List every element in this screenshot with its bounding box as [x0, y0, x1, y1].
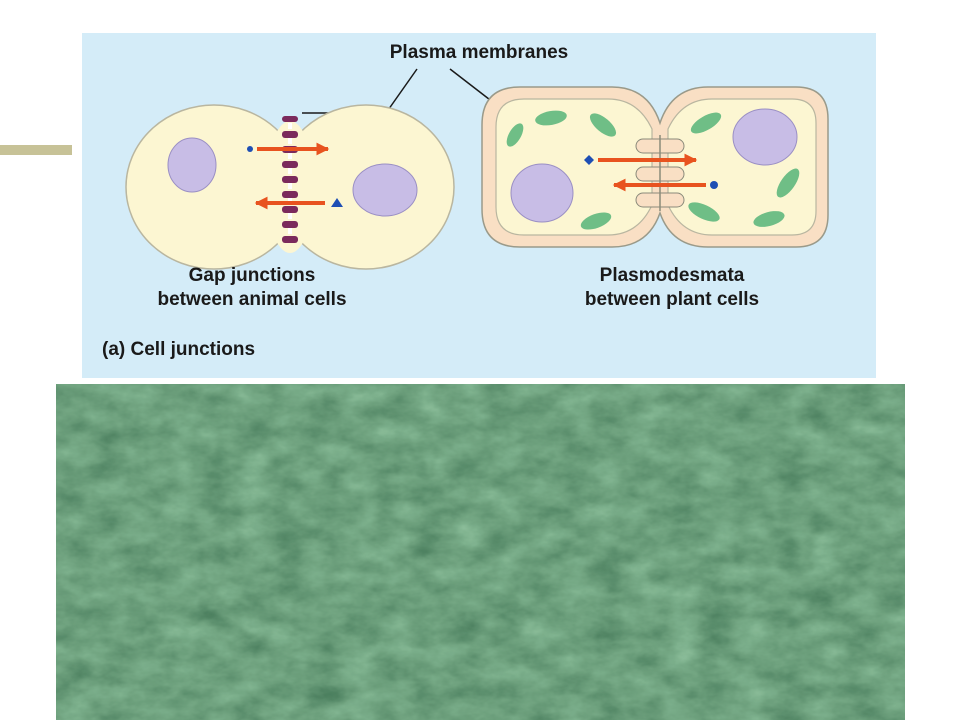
molecule-dot-marker [710, 181, 718, 189]
animal-nucleus-left [167, 137, 217, 193]
chloroplast [690, 112, 722, 134]
gap-junction-channel [282, 221, 298, 228]
plasmodesmata-label: Plasmodesmata between plant cells [512, 264, 832, 312]
gap-junction-channel [282, 191, 298, 198]
gap-junction-channels [282, 116, 298, 243]
chloroplasts [506, 110, 800, 230]
molecule-dot-marker [247, 146, 253, 152]
plant-nucleus-left [510, 163, 574, 223]
cell-junctions-diagram [82, 33, 876, 378]
gap-junctions-label: Gap junctions between animal cells [122, 264, 382, 312]
plant-nucleus-right [732, 108, 798, 166]
texture-noise [56, 384, 905, 720]
chloroplast [753, 211, 785, 227]
gap-junction-channel [282, 236, 298, 243]
plant-cells [481, 86, 829, 248]
chloroplast [688, 202, 720, 222]
gap-junction-channel [282, 176, 298, 183]
accent-bar [0, 145, 72, 155]
gap-junctions-title: Gap junctions [188, 265, 316, 286]
chloroplast [580, 212, 612, 230]
plasmodesmata-subtitle: between plant cells [584, 289, 760, 310]
plasma-membranes-label: Plasma membranes [389, 42, 569, 63]
animal-cells [125, 104, 455, 270]
chloroplast [589, 113, 617, 137]
gap-junction-channel [282, 206, 298, 213]
gap-junction-channel [282, 131, 298, 138]
green-texture-panel [56, 384, 905, 720]
molecule-triangle-marker [331, 198, 343, 207]
figure-caption: (a) Cell junctions [102, 339, 256, 360]
gap-junction-channel [282, 116, 298, 122]
gap-junction-channel [282, 161, 298, 168]
molecule-diamond-marker [584, 155, 594, 165]
gap-junctions-subtitle: between animal cells [157, 289, 347, 310]
plant-cell-left [495, 98, 653, 236]
animal-nucleus-right [352, 163, 418, 217]
chloroplast [776, 168, 800, 198]
green-marble-texture [56, 384, 905, 720]
cell-junctions-figure: Plasma membranes Gap junctions between a… [82, 33, 876, 378]
plasmodesmata-channels [635, 135, 685, 211]
chloroplast [506, 123, 524, 147]
chloroplast [535, 110, 567, 126]
plasmodesmata-title: Plasmodesmata [599, 265, 745, 286]
